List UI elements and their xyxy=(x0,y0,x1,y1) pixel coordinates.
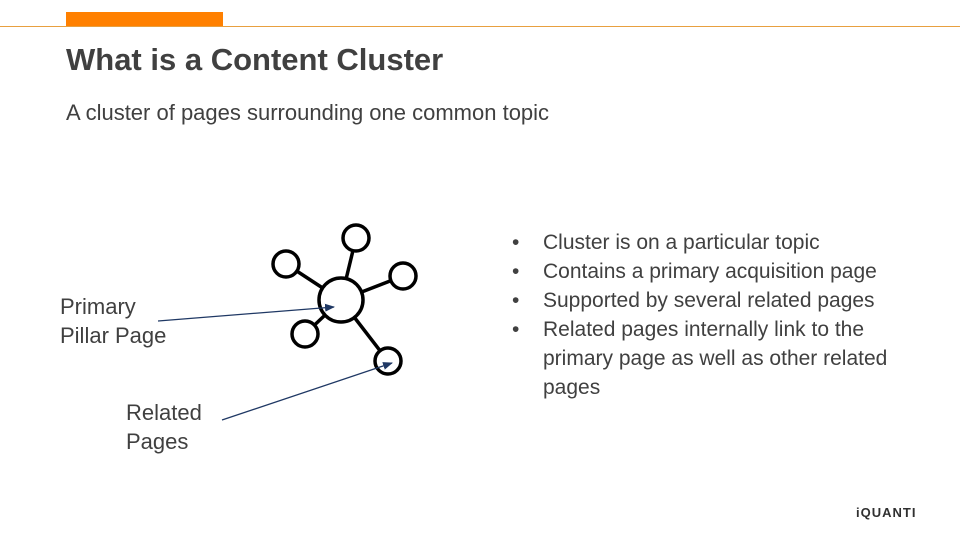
related-node-lower-left xyxy=(290,319,320,349)
accent-bar xyxy=(66,12,223,27)
slide-subtitle: A cluster of pages surrounding one commo… xyxy=(66,100,550,125)
bullet-item: Contains a primary acquisition page xyxy=(512,257,892,286)
bullet-list: Cluster is on a particular topic Contain… xyxy=(512,228,892,402)
pillar-node xyxy=(317,276,365,324)
slide-title: What is a Content Cluster xyxy=(66,42,444,77)
top-rule xyxy=(0,26,960,27)
related-node-top xyxy=(341,223,371,253)
related-pages-label: Related Pages xyxy=(126,400,202,454)
related-node-upper-left xyxy=(271,249,301,279)
bullet-item: Supported by several related pages xyxy=(512,286,892,315)
primary-pillar-label: Primary Pillar Page xyxy=(60,294,167,348)
pillar-pointer-arrow xyxy=(157,303,335,322)
related-pointer-arrow xyxy=(221,362,393,421)
related-node-lower-right xyxy=(373,346,403,376)
related-node-right xyxy=(388,261,418,291)
bullet-item: Cluster is on a particular topic xyxy=(512,228,892,257)
iquanti-logo: iQUANTI xyxy=(856,505,917,520)
bullet-item: Related pages internally link to the pri… xyxy=(512,315,892,402)
